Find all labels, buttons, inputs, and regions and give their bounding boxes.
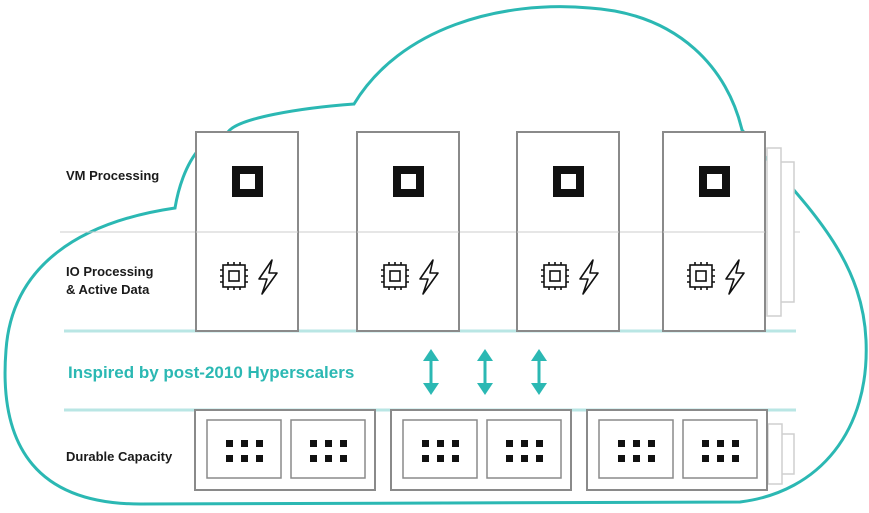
storage-enclosure [586, 409, 768, 491]
double-arrow-icon [531, 349, 547, 395]
durable-capacity-label: Durable Capacity [66, 449, 173, 464]
compute-node [356, 131, 460, 332]
drive-dots-icon [402, 419, 478, 479]
storage-enclosure [194, 409, 376, 491]
storage-enclosure [390, 409, 572, 491]
lightning-bolt-icon [725, 259, 745, 295]
ghost-storage-stack [767, 423, 795, 485]
double-arrow-icon [477, 349, 493, 395]
compute-node [516, 131, 620, 332]
drive-dots-icon [682, 419, 758, 479]
lightning-bolt-icon [258, 259, 278, 295]
cpu-chip-icon [220, 262, 248, 290]
cpu-chip-icon [541, 262, 569, 290]
cpu-chip-icon [381, 262, 409, 290]
vm-square-icon [699, 166, 730, 197]
compute-node [662, 131, 766, 332]
hyperscalers-tagline: Inspired by post-2010 Hyperscalers [68, 363, 354, 382]
drive-dots-icon [206, 419, 282, 479]
cpu-chip-icon [687, 262, 715, 290]
active-data-label: & Active Data [66, 282, 150, 297]
drive-dots-icon [486, 419, 562, 479]
lightning-bolt-icon [419, 259, 439, 295]
lightning-bolt-icon [579, 259, 599, 295]
drive-dots-icon [598, 419, 674, 479]
vm-square-icon [232, 166, 263, 197]
drive-dots-icon [290, 419, 366, 479]
vm-square-icon [553, 166, 584, 197]
io-processing-label: IO Processing [66, 264, 153, 279]
vm-square-icon [393, 166, 424, 197]
vm-processing-label: VM Processing [66, 168, 159, 183]
compute-node [195, 131, 299, 332]
cloud-outline [3, 5, 868, 506]
ghost-node-stack [766, 147, 795, 317]
double-arrow-icon [423, 349, 439, 395]
